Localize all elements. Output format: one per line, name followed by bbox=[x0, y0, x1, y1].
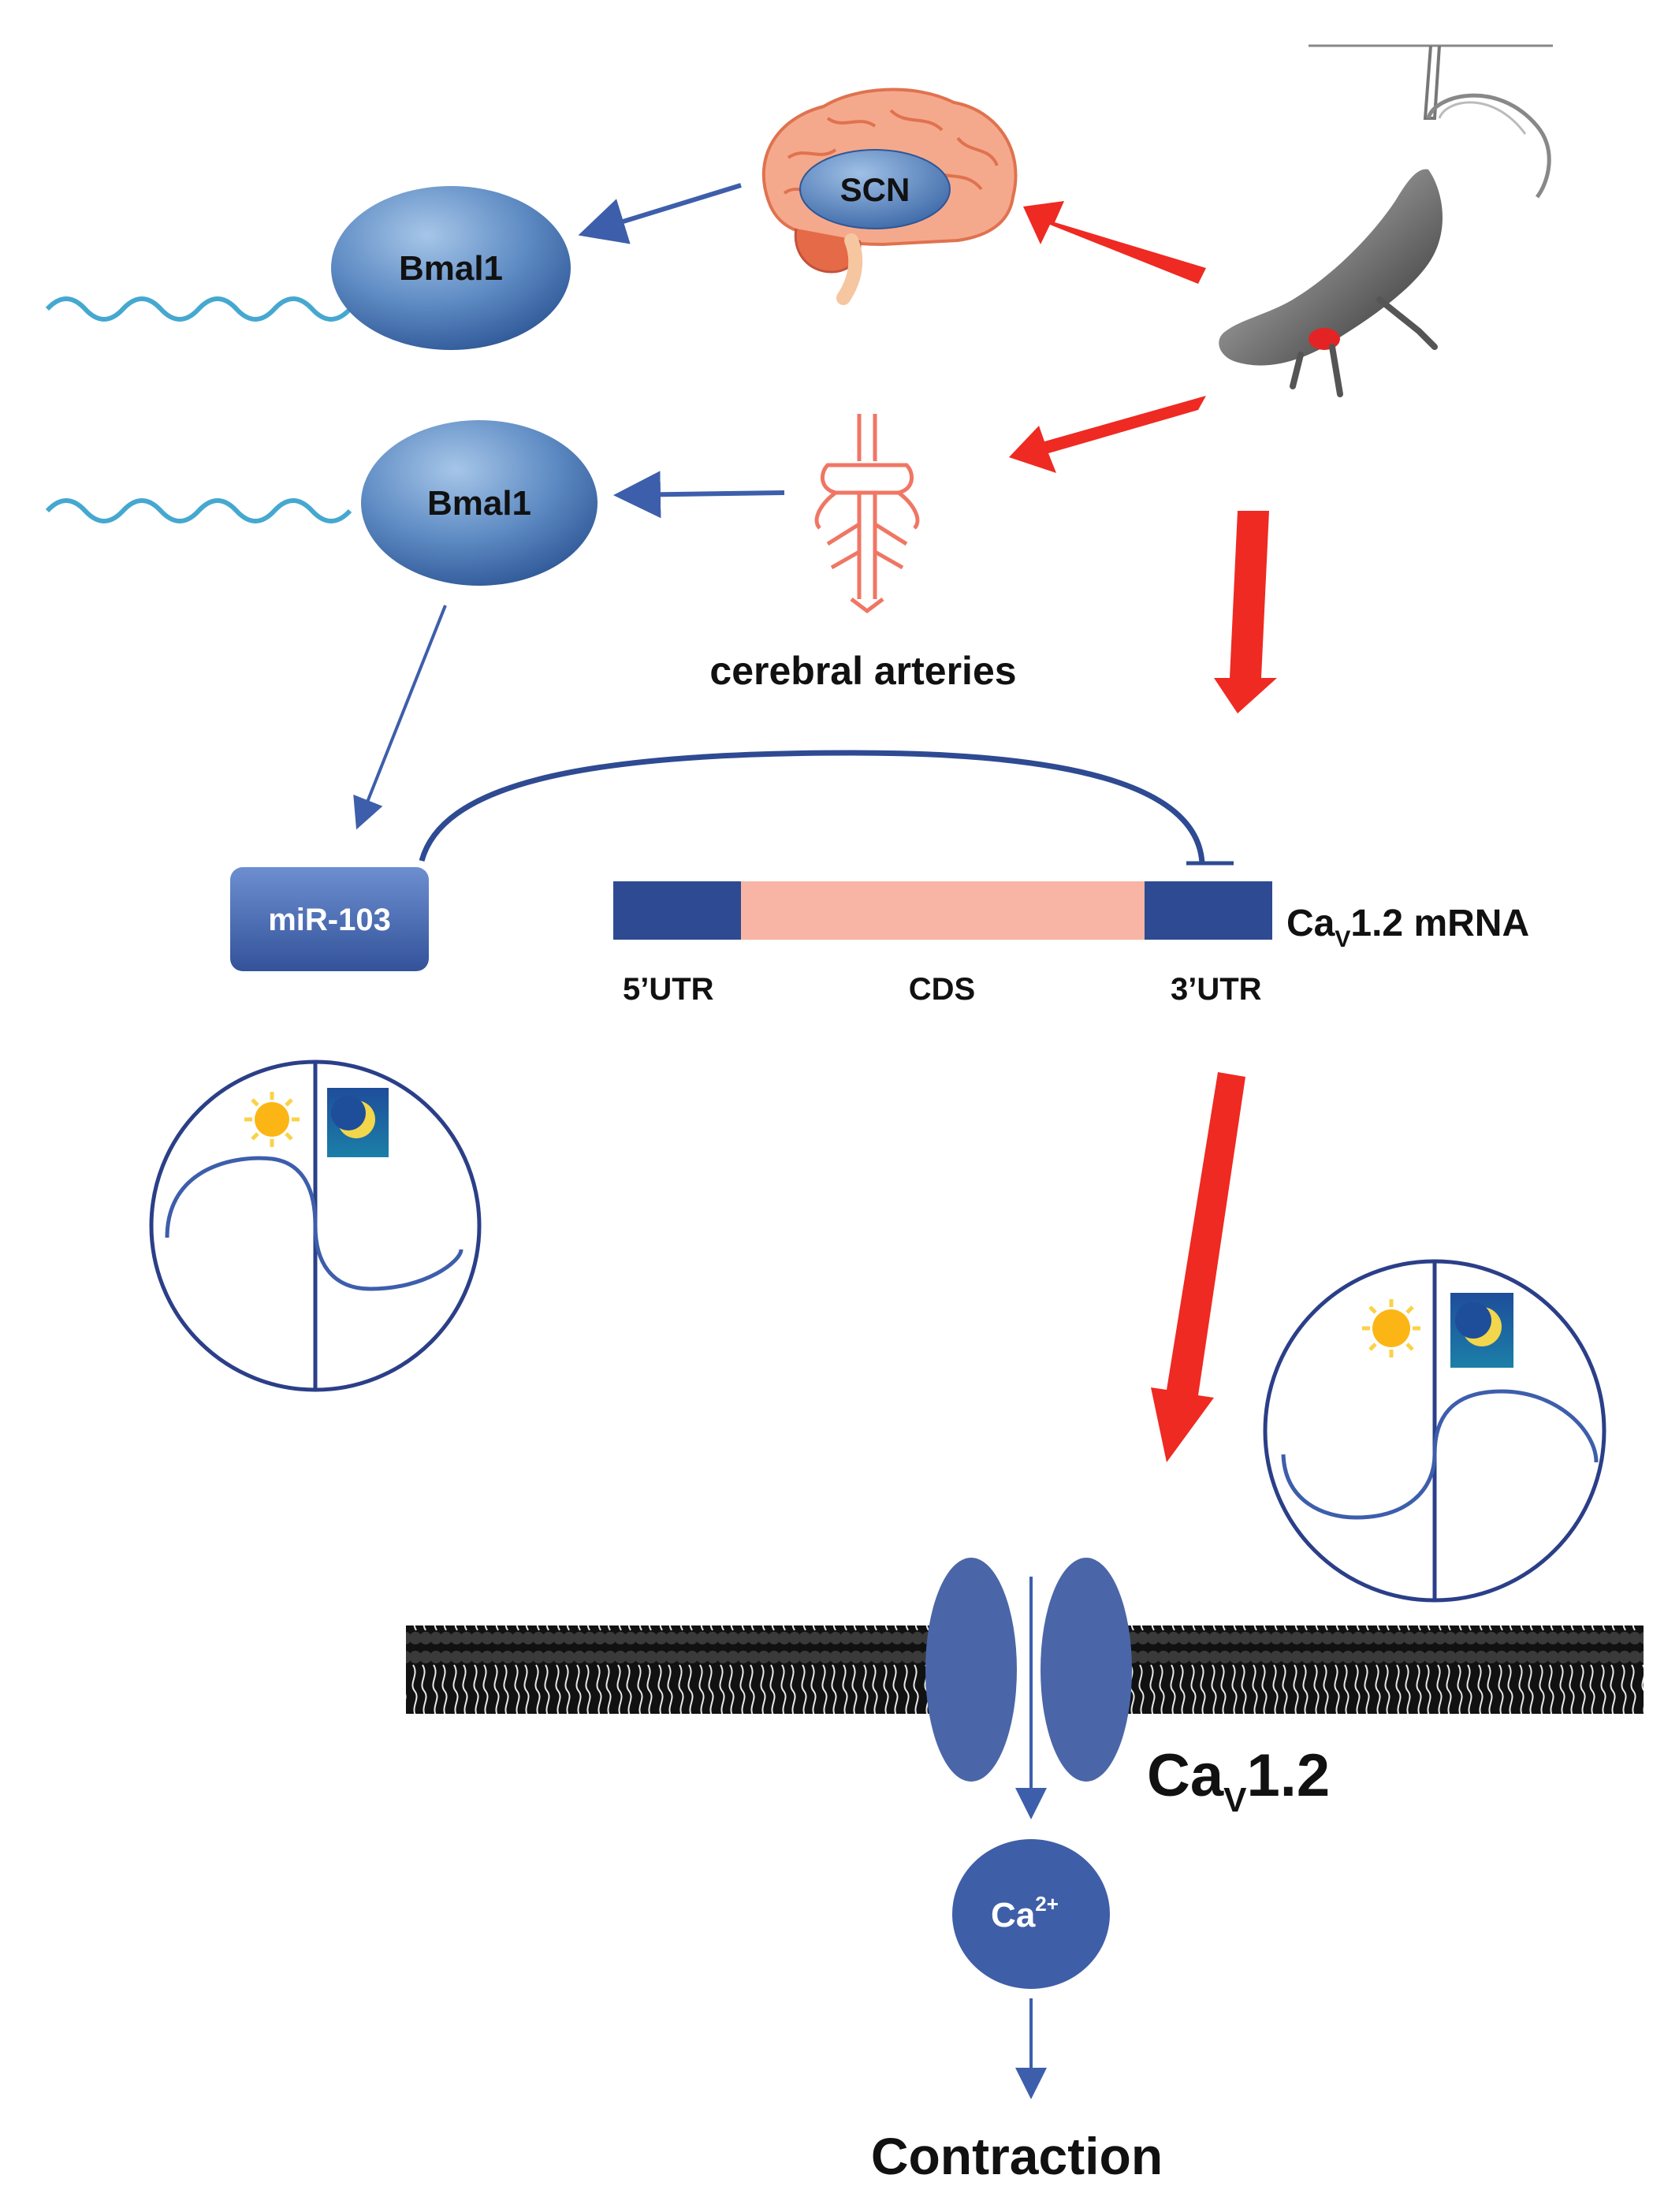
mrna-wave-bottom bbox=[45, 498, 352, 523]
bmal1-top-label: Bmal1 bbox=[399, 249, 503, 288]
moon-icon bbox=[1450, 1293, 1513, 1368]
arrow-scn-to-bmal1 bbox=[578, 183, 742, 244]
moon-icon bbox=[327, 1088, 389, 1157]
contraction-label: Contraction bbox=[871, 2127, 1163, 2185]
channel-subunit-right bbox=[1041, 1558, 1132, 1782]
cds-label: CDS bbox=[909, 972, 975, 1007]
cds-segment bbox=[741, 881, 1145, 940]
arrow-rat-to-arteries bbox=[1009, 396, 1206, 473]
sun-icon bbox=[1362, 1299, 1420, 1357]
circadian-clock-left bbox=[149, 1059, 482, 1392]
bmal1-bottom-label: Bmal1 bbox=[427, 484, 531, 523]
calcium-node bbox=[952, 1839, 1110, 1989]
brain-icon: SCN bbox=[761, 88, 1018, 305]
red-arrows bbox=[1009, 201, 1277, 1462]
mrna-wave-top bbox=[45, 296, 352, 322]
mir103-inhibition-arc bbox=[419, 750, 1205, 864]
cav-channel-label: CaV1.2 bbox=[1147, 1742, 1330, 1819]
circadian-clock-right bbox=[1263, 1259, 1606, 1603]
calcium-label: Ca2+ bbox=[991, 1892, 1059, 1935]
channel-subunit-left bbox=[925, 1558, 1017, 1782]
bmal1-node-bottom bbox=[361, 420, 598, 586]
cerebral-arteries-icon bbox=[814, 414, 920, 614]
utr5-label: 5’UTR bbox=[623, 972, 714, 1007]
cav-mrna-bar bbox=[613, 881, 1272, 940]
arrow-rat-to-mrna bbox=[1214, 511, 1277, 713]
utr5-segment bbox=[613, 881, 741, 940]
scn-node bbox=[799, 149, 951, 229]
arrow-arteries-to-bmal1 bbox=[613, 471, 785, 519]
sun-icon bbox=[244, 1092, 300, 1147]
utr3-segment bbox=[1145, 881, 1272, 940]
mir103-box bbox=[230, 867, 429, 971]
utr3-label: 3’UTR bbox=[1171, 972, 1262, 1007]
mir103-label: miR-103 bbox=[268, 903, 391, 937]
arrow-rat-to-brain bbox=[1023, 201, 1206, 284]
arrow-bmal1-to-mir103 bbox=[353, 605, 447, 830]
cav-channel bbox=[925, 1558, 1132, 1813]
rat-icon bbox=[1219, 44, 1553, 397]
cav-mrna-label: CaV1.2 mRNA bbox=[1286, 903, 1529, 952]
bmal1-node-top bbox=[331, 186, 571, 350]
arrow-mrna-to-channel bbox=[1151, 1072, 1245, 1462]
scn-label: SCN bbox=[840, 171, 910, 208]
cerebral-arteries-label: cerebral arteries bbox=[709, 649, 1016, 693]
